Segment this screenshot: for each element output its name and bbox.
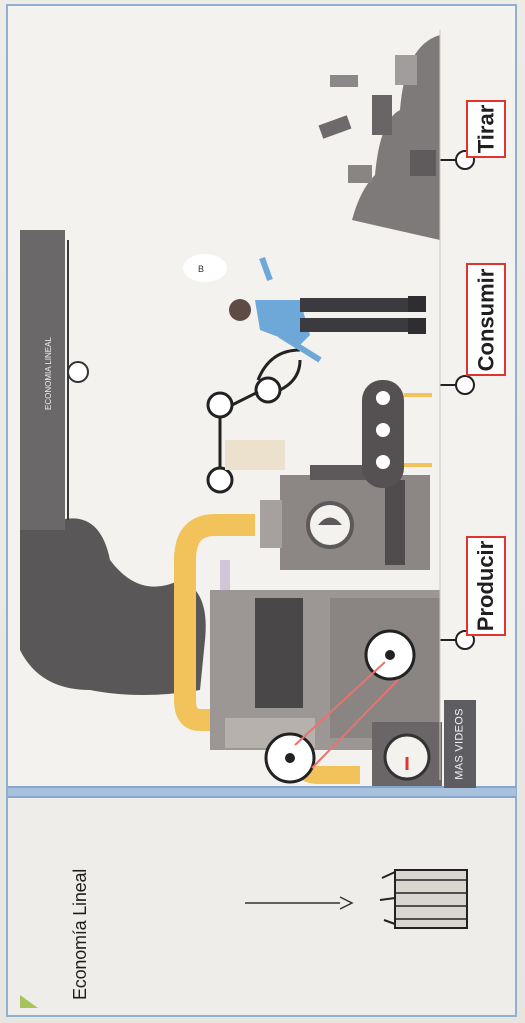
stage-producir-label: Producir (473, 540, 498, 632)
svg-text:B: B (198, 264, 204, 274)
timeline-label: ECONOMIA LINEAL (44, 337, 53, 410)
stage-consumir-label: Consumir (473, 268, 498, 371)
stage-consumir[interactable]: Consumir (466, 263, 506, 376)
outer-frame (6, 4, 517, 1017)
trash-heap (352, 35, 440, 240)
more-videos-button[interactable]: MAS VIDEOS (444, 700, 476, 788)
stage-producir[interactable]: Producir (466, 536, 506, 636)
stage-tirar-label: Tirar (473, 104, 499, 154)
lower-panel-title: Economía Lineal (70, 868, 90, 1000)
panel-divider (8, 786, 516, 798)
person-head (229, 299, 251, 321)
stage-tirar[interactable]: Tirar (466, 100, 506, 158)
more-videos-label: MAS VIDEOS (454, 708, 466, 780)
timeline-dot[interactable] (67, 361, 89, 383)
smoke-cloud (20, 230, 206, 695)
